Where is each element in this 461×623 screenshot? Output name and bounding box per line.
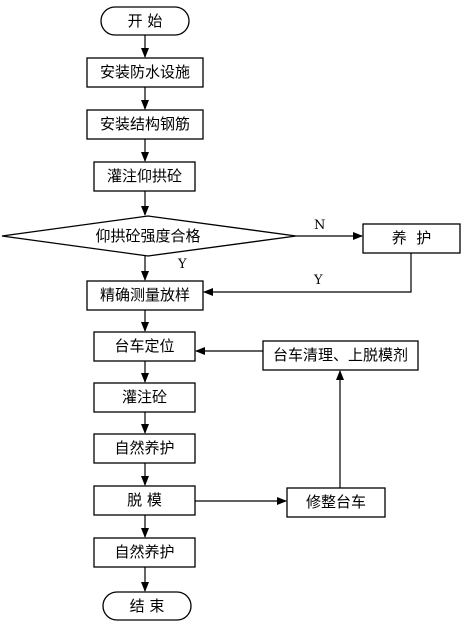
trolley-position-box (93, 331, 196, 362)
install-waterproof-label: 安装防水设施 (99, 63, 190, 81)
trolley-clean-label: 台车清理、上脱模剂 (272, 346, 408, 364)
install-rebar-box (86, 109, 204, 140)
repair-trolley-label: 修整台车 (305, 493, 366, 511)
pour-concrete-box (93, 382, 196, 413)
end-label: 结 束 (129, 596, 165, 615)
install-waterproof-box (86, 57, 204, 88)
start-label: 开 始 (127, 11, 163, 30)
pour-invert-label: 灌注仰拱砼 (106, 167, 182, 185)
pour-invert-box (93, 161, 196, 192)
pour-concrete-label: 灌注砼 (121, 388, 167, 406)
precise-survey-label: 精确测量放样 (99, 286, 190, 304)
natural-curing-label-2: 自然养护 (114, 543, 175, 561)
branch-yes-flag: Y (178, 257, 187, 272)
return-yes-flag: Y (314, 273, 323, 288)
precise-survey-box (86, 280, 204, 311)
demold-label: 脱 模 (127, 491, 162, 509)
curing-label: 养 护 (391, 229, 432, 247)
connector-curing-to-survey (203, 253, 412, 296)
natural-curing-box-2 (93, 537, 196, 568)
install-rebar-label: 安装结构钢筋 (99, 115, 190, 133)
trolley-position-label: 台车定位 (114, 337, 175, 355)
end-terminal-shape (102, 591, 192, 621)
invert-strength-check-label: 仰拱砼强度合格 (95, 226, 201, 245)
natural-curing-box-1 (93, 433, 196, 464)
natural-curing-label-1: 自然养护 (114, 439, 175, 457)
trolley-clean-box (262, 340, 419, 371)
branch-no-flag: N (314, 218, 326, 233)
curing-box (362, 223, 461, 254)
repair-trolley-box (286, 487, 386, 518)
